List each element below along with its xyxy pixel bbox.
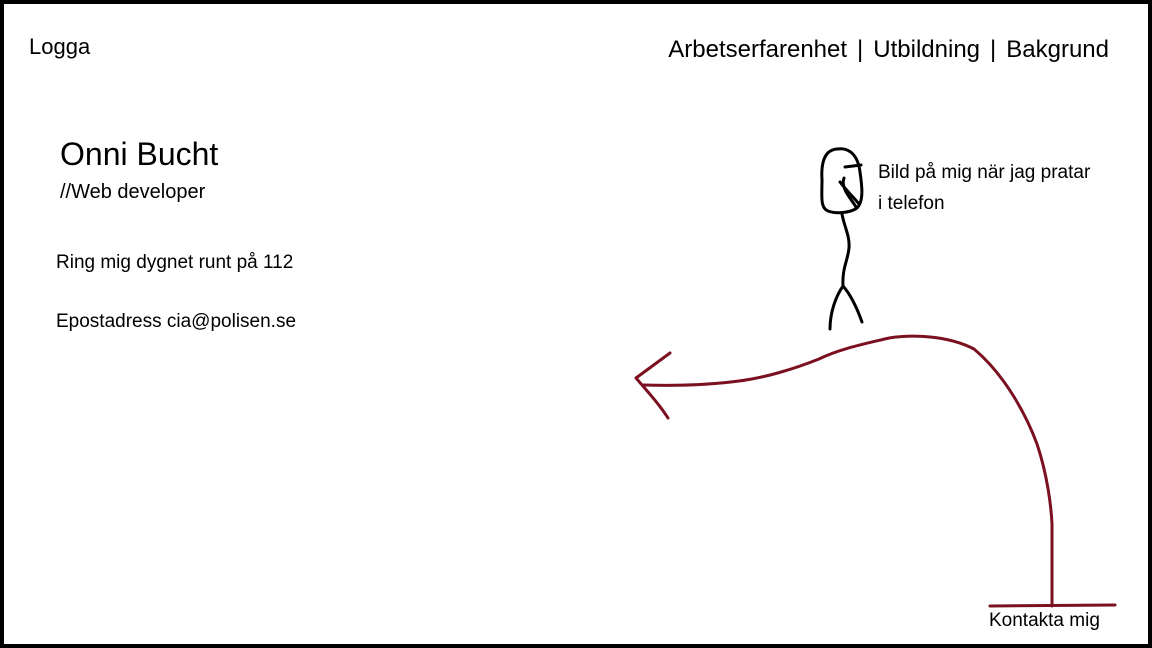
profile-role: //Web developer xyxy=(60,181,206,203)
stick-figure-body xyxy=(840,212,851,288)
stick-figure-head xyxy=(820,147,864,215)
phone-text: Ring mig dygnet runt på 112 xyxy=(56,252,294,273)
arrow-icon xyxy=(634,334,1117,608)
nav-separator: | xyxy=(990,36,997,63)
arrow-baseline xyxy=(988,603,1117,608)
nav-separator: | xyxy=(857,36,864,63)
nav-link-bakgrund[interactable]: Bakgrund xyxy=(1006,36,1109,63)
photo-caption: Bild på mig när jag pratar i telefon xyxy=(878,162,1091,214)
top-nav: Arbetserfarenhet | Utbildning | Bakgrund xyxy=(668,36,1109,64)
nav-link-arbetserfarenhet[interactable]: Arbetserfarenhet xyxy=(668,36,848,63)
stick-figure-legs xyxy=(828,284,864,331)
logo[interactable]: Logga xyxy=(29,34,91,59)
profile-name: Onni Bucht xyxy=(60,136,219,172)
stick-figure-icon xyxy=(820,147,864,331)
email-text: Epostadress cia@polisen.se xyxy=(56,311,297,332)
arrow-path xyxy=(642,334,1054,608)
arrow-head xyxy=(634,351,672,420)
contact-link[interactable]: Kontakta mig xyxy=(989,610,1100,631)
phone-sketch xyxy=(838,163,863,209)
nav-link-utbildning[interactable]: Utbildning xyxy=(873,36,981,63)
